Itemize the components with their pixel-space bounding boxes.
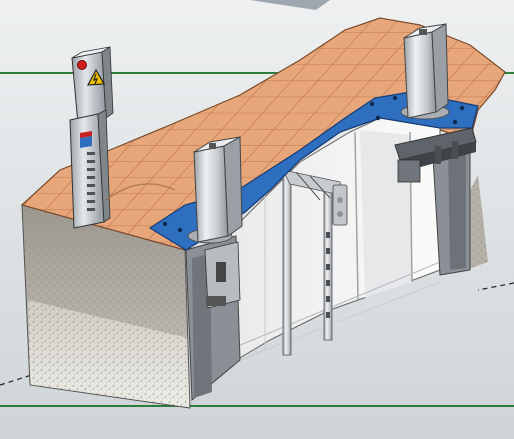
mounting-bracket (394, 127, 477, 183)
left-bollard (187, 136, 243, 309)
top-shadow-accent (250, 0, 330, 10)
control-panel (69, 46, 114, 229)
panel-logo (80, 136, 92, 148)
cable-trace (105, 183, 176, 201)
right-bollard (400, 23, 450, 120)
right-bollard-housing (431, 139, 471, 276)
warning-sign (86, 68, 105, 86)
support-frame (282, 164, 348, 356)
emergency-stop-button (77, 60, 87, 70)
underground-pit (225, 117, 441, 366)
ground-dashed-line-right (477, 282, 514, 291)
